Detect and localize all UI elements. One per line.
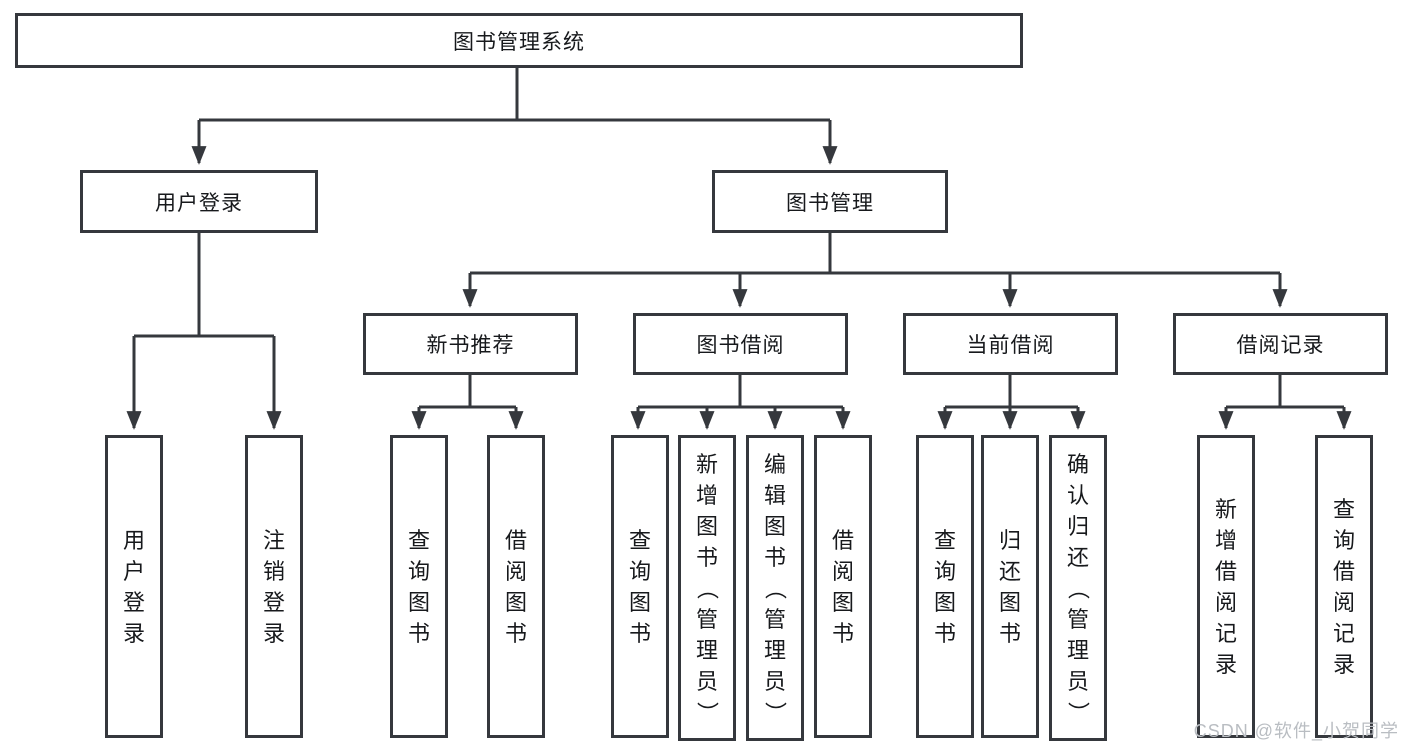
leaf-borrow-books-recommend-label: 借阅图书 <box>504 527 527 646</box>
leaf-query-borrow-record: 查询借阅记录 <box>1315 435 1373 738</box>
node-borrowing-records: 借阅记录 <box>1173 313 1388 375</box>
node-user-login-label: 用户登录 <box>155 191 243 215</box>
leaf-edit-books-admin: 编辑图书（管理员） <box>746 435 804 741</box>
node-root: 图书管理系统 <box>15 13 1023 68</box>
leaf-confirm-return-admin-label: 确认归还（管理员） <box>1065 451 1091 724</box>
node-user-login: 用户登录 <box>80 170 318 233</box>
node-book-borrowing-label: 图书借阅 <box>696 334 785 357</box>
leaf-query-books-borrow-label: 查询图书 <box>628 527 651 646</box>
leaf-edit-books-admin-label: 编辑图书（管理员） <box>762 451 788 724</box>
node-book-management: 图书管理 <box>712 170 948 233</box>
leaf-query-books-current-label: 查询图书 <box>933 527 956 646</box>
node-current-borrowing-label: 当前借阅 <box>966 334 1055 357</box>
node-book-management-label: 图书管理 <box>786 191 874 215</box>
leaf-query-books-borrow: 查询图书 <box>611 435 669 738</box>
leaf-borrow-books-recommend: 借阅图书 <box>487 435 545 738</box>
leaf-add-books-admin: 新增图书（管理员） <box>678 435 736 741</box>
leaf-confirm-return-admin: 确认归还（管理员） <box>1049 435 1107 741</box>
leaf-user-login: 用户登录 <box>105 435 163 738</box>
watermark: CSDN @软件_小贺同学 <box>1193 721 1399 741</box>
leaf-borrow-books: 借阅图书 <box>814 435 872 738</box>
leaf-logout: 注销登录 <box>245 435 303 738</box>
node-new-book-recommendation-label: 新书推荐 <box>426 334 515 357</box>
leaf-return-books-label: 归还图书 <box>998 527 1021 646</box>
leaf-return-books: 归还图书 <box>981 435 1039 738</box>
node-book-borrowing: 图书借阅 <box>633 313 848 375</box>
leaf-add-borrow-record: 新增借阅记录 <box>1197 435 1255 738</box>
leaf-add-books-admin-label: 新增图书（管理员） <box>694 451 720 724</box>
leaf-logout-label: 注销登录 <box>262 527 285 646</box>
leaf-add-borrow-record-label: 新增借阅记录 <box>1214 496 1237 677</box>
node-current-borrowing: 当前借阅 <box>903 313 1118 375</box>
leaf-query-borrow-record-label: 查询借阅记录 <box>1332 496 1355 677</box>
node-new-book-recommendation: 新书推荐 <box>363 313 578 375</box>
leaf-borrow-books-label: 借阅图书 <box>831 527 854 646</box>
node-root-label: 图书管理系统 <box>453 30 585 54</box>
node-borrowing-records-label: 借阅记录 <box>1236 334 1325 357</box>
leaf-query-books-recommend-label: 查询图书 <box>407 527 430 646</box>
leaf-user-login-label: 用户登录 <box>122 527 145 646</box>
leaf-query-books-current: 查询图书 <box>916 435 974 738</box>
leaf-query-books-recommend: 查询图书 <box>390 435 448 738</box>
